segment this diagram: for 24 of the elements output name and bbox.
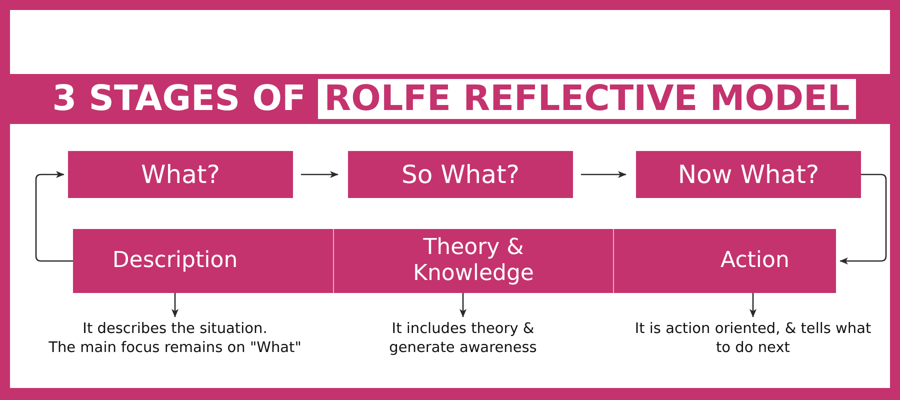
description-text: It includes theory & generate awareness xyxy=(388,320,538,358)
stage-label: Action xyxy=(720,248,790,274)
stage-box xyxy=(73,229,333,293)
stage-box xyxy=(613,229,836,293)
stage-label: What? xyxy=(141,160,220,190)
description-text: It is action oriented, & tells what to do next xyxy=(634,320,872,358)
stage-box xyxy=(348,151,573,198)
description-text: The main focus remains on "What" xyxy=(48,339,302,358)
arrow xyxy=(301,170,338,178)
arrow xyxy=(171,293,179,318)
stage-label: Now What? xyxy=(678,160,820,190)
stage-box xyxy=(68,151,293,198)
stage-label: Theory & Knowledge xyxy=(412,234,535,288)
arrow xyxy=(459,293,467,318)
stage-box xyxy=(636,151,861,198)
arrow xyxy=(749,293,757,318)
arrow xyxy=(581,170,626,178)
arrow xyxy=(840,174,887,265)
stage-box xyxy=(333,229,613,293)
arrow xyxy=(35,170,73,262)
stage-label: Description xyxy=(112,248,238,274)
description-text: It describes the situation. xyxy=(82,320,268,339)
stage-label: So What? xyxy=(401,160,520,190)
title: 3 STAGES OF ROLFE REFLECTIVE MODEL xyxy=(52,77,856,121)
